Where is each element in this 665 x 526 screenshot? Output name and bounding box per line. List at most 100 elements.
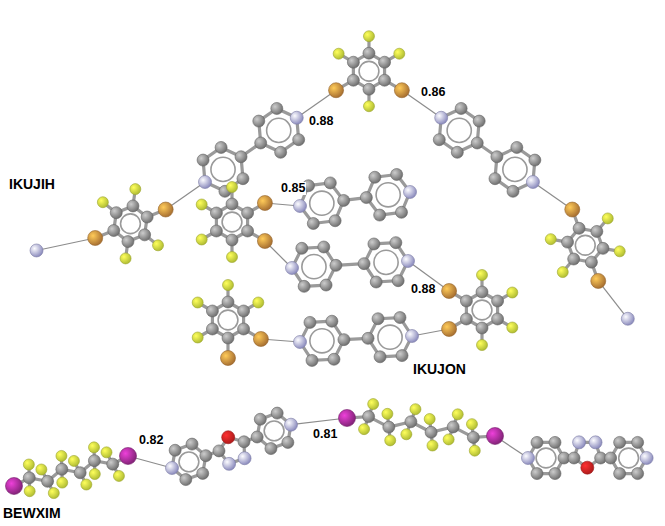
fluorine-atom	[382, 408, 393, 419]
nitrogen-atom	[286, 262, 299, 275]
carbon-atom	[476, 286, 488, 298]
carbon-atom	[390, 237, 402, 249]
nitrogen-atom	[640, 452, 653, 465]
fluorine-atom	[614, 246, 625, 257]
bromine-atom	[442, 284, 457, 299]
carbon-atom	[379, 56, 391, 68]
distance-label: 0.86	[420, 86, 446, 99]
carbon-atom	[492, 295, 504, 307]
carbon-atom	[320, 279, 332, 291]
fluorine-atom	[223, 280, 234, 291]
carbon-atom	[42, 475, 54, 487]
fluorine-atom	[120, 253, 131, 264]
carbon-atom	[275, 146, 287, 158]
fluorine-atom	[363, 101, 374, 112]
fluorine-atom	[363, 31, 374, 42]
bromine-atom	[221, 351, 236, 366]
nitrogen-atom	[166, 462, 179, 475]
bromine-atom	[88, 231, 103, 246]
distance-label: 0.81	[312, 428, 338, 441]
bromine-atom	[253, 332, 268, 347]
carbon-atom	[492, 313, 504, 325]
carbon-atom	[391, 168, 403, 180]
fluorine-atom	[196, 234, 207, 245]
oxygen-atom	[581, 461, 594, 474]
fluorine-atom	[507, 287, 518, 298]
carbon-atom	[368, 238, 380, 250]
structure-code: IKUJIH	[8, 177, 56, 191]
carbon-atom	[489, 173, 501, 185]
fluorine-atom	[477, 340, 488, 351]
carbon-atom	[374, 209, 386, 221]
carbon-atom	[238, 305, 250, 317]
distance-label: 0.88	[308, 115, 334, 128]
carbon-atom	[383, 421, 395, 433]
carbon-atom	[460, 295, 472, 307]
carbon-atom	[296, 242, 308, 254]
aromatic-ring	[121, 214, 141, 234]
carbon-atom	[473, 115, 485, 127]
carbon-atom	[614, 436, 626, 448]
aromatic-ring	[472, 300, 492, 320]
fluorine-atom	[394, 48, 405, 59]
carbon-atom	[226, 198, 238, 210]
carbon-atom	[226, 234, 238, 246]
carbon-atom	[491, 151, 503, 163]
fluorine-atom	[36, 464, 47, 475]
carbon-atom	[329, 215, 341, 227]
halogen-bond	[37, 238, 96, 250]
aromatic-ring	[536, 448, 556, 468]
fluorine-atom	[333, 48, 344, 59]
carbon-atom	[186, 438, 198, 450]
distance-label: 0.88	[410, 283, 436, 296]
carbon-atom	[529, 154, 541, 166]
carbon-atom	[614, 468, 626, 480]
fluorine-atom	[557, 267, 568, 278]
fluorine-atom	[602, 213, 613, 224]
carbon-atom	[511, 141, 523, 153]
aromatic-ring	[211, 157, 235, 181]
nitrogen-atom	[238, 452, 251, 465]
bromine-atom	[329, 83, 344, 98]
carbon-atom	[507, 185, 519, 197]
fluorine-atom	[424, 413, 435, 424]
nitrogen-atom	[404, 186, 417, 199]
carbon-atom	[254, 413, 266, 425]
carbon-atom	[531, 468, 543, 480]
carbon-atom	[396, 350, 408, 362]
carbon-atom	[206, 305, 218, 317]
carbon-atom	[255, 137, 267, 149]
atoms	[6, 31, 654, 499]
nitrogen-atom	[223, 457, 236, 470]
bromine-atom	[442, 322, 457, 337]
carbon-atom	[573, 222, 585, 234]
carbon-atom	[362, 332, 374, 344]
aromatic-ring	[378, 325, 402, 349]
fluorine-atom	[89, 469, 100, 480]
fluorine-atom	[23, 459, 34, 470]
fluorine-atom	[153, 240, 164, 251]
carbon-atom	[215, 141, 227, 153]
iodine-atom	[6, 478, 23, 495]
distance-label: 0.82	[138, 434, 164, 447]
fluorine-atom	[68, 455, 79, 466]
oxygen-atom	[222, 431, 235, 444]
carbon-atom	[347, 74, 359, 86]
carbon-atom	[632, 468, 644, 480]
carbon-atom	[307, 218, 319, 230]
fluorine-atom	[545, 234, 556, 245]
aromatic-ring	[267, 118, 291, 142]
carbon-atom	[585, 256, 597, 268]
carbon-atom	[88, 455, 100, 467]
carbon-atom	[298, 280, 310, 292]
carbon-atom	[394, 312, 406, 324]
fluorine-atom	[56, 450, 67, 461]
carbon-atom	[265, 443, 277, 455]
carbon-atom	[318, 241, 330, 253]
iodine-atom	[487, 428, 504, 445]
aromatic-ring	[222, 212, 242, 232]
aromatic-ring	[218, 310, 238, 330]
fluorine-atom	[452, 409, 463, 420]
aromatic-ring	[447, 118, 471, 142]
carbon-atom	[197, 154, 209, 166]
